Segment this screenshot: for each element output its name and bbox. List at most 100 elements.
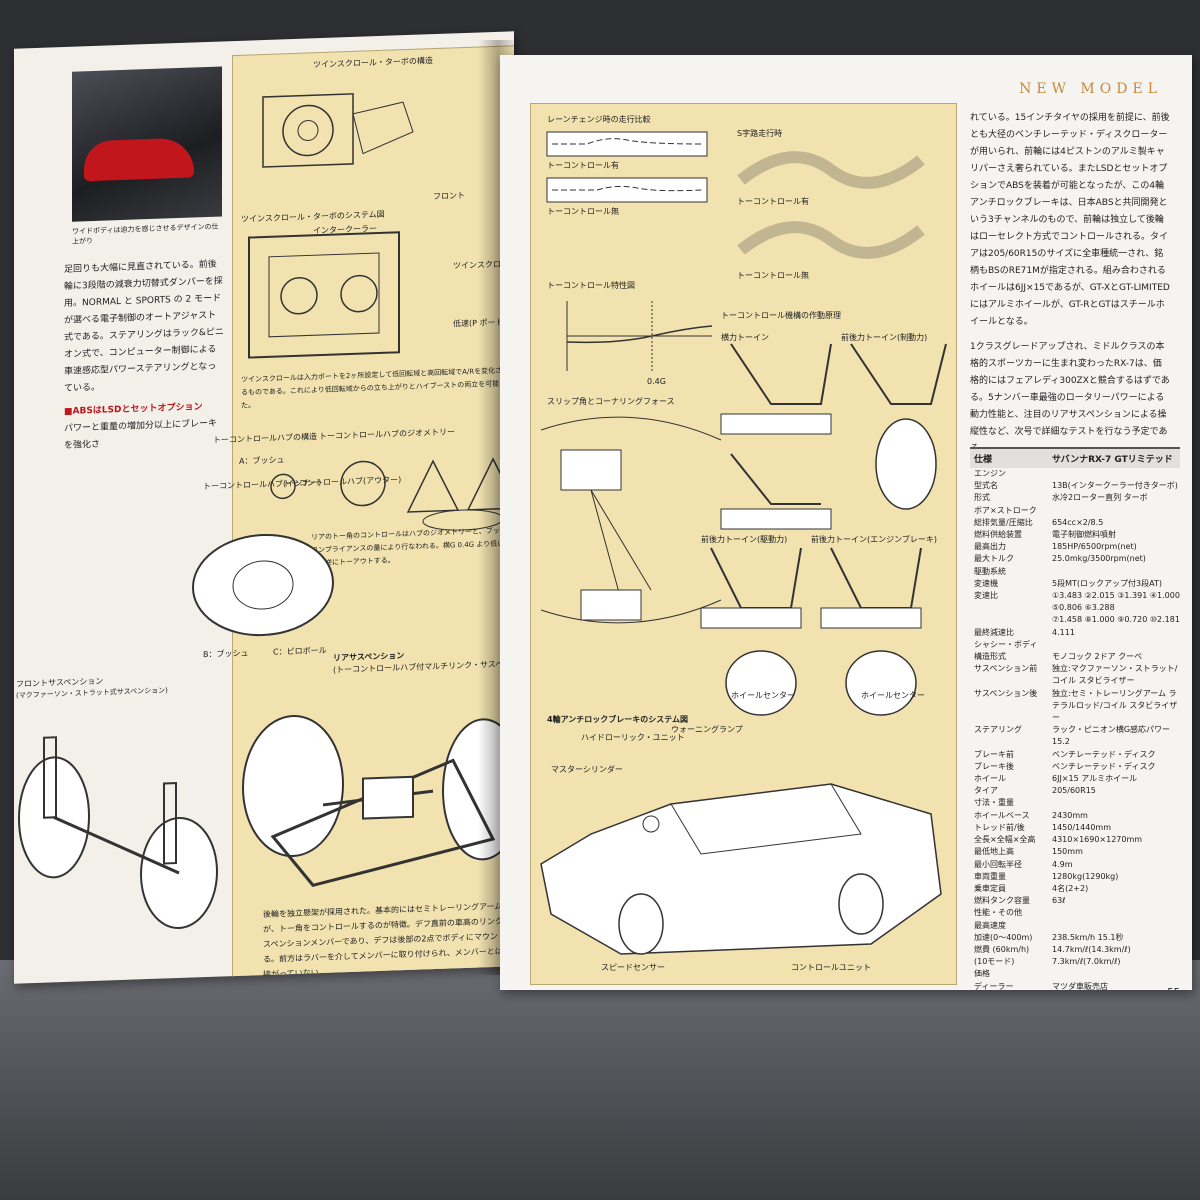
spec-key: 形式: [974, 493, 990, 503]
spec-row: 価格: [970, 968, 1180, 980]
label-wheel-center-2: ホイールセンター: [861, 691, 925, 700]
spec-key: 全長×全幅×全高: [974, 835, 1036, 845]
label-wheel-center-1: ホイールセンター: [731, 691, 795, 700]
spec-value: 1280kg(1290kg): [1052, 871, 1119, 881]
toe-char-graph: [566, 301, 713, 371]
abs-car-drawing: [540, 783, 942, 955]
page-number: 55: [1167, 987, 1180, 990]
abs-text: パワーと重量の増加分以上にブレーキを強化さ: [64, 418, 218, 451]
spec-key: 駆動系統: [974, 566, 1006, 576]
spec-key: [970, 614, 1052, 626]
spec-value: [1052, 468, 1180, 480]
spec-value: 13B(インタークーラー付きターボ): [1052, 481, 1178, 491]
spec-key: 変速比: [974, 591, 998, 601]
spec-key: タイア: [974, 786, 998, 796]
spec-key: 最高速度: [974, 920, 1006, 930]
right-body-text: れている。15インチタイヤの採用を前提に、前後とも大径のベンチレーテッド・ディス…: [970, 110, 1170, 458]
spec-row: 加速(0〜400m)238.5km/h 15.1秒: [970, 932, 1180, 944]
spec-key: 最高出力: [974, 542, 1006, 552]
spec-value: [1052, 907, 1180, 919]
spec-row: サスペンション前独立:マクファーソン・ストラット/コイル スタビライザー: [970, 663, 1180, 687]
left-body-text: 足回りも大幅に見直されている。前後輪に3段階の減衰力切替式ダンパーを採用。NOR…: [64, 256, 224, 455]
lane-change-diagram: [546, 131, 708, 203]
spec-value: [1052, 505, 1180, 517]
spec-key: 最小回転半径: [974, 859, 1022, 869]
rear-suspension-drawing: [242, 714, 514, 887]
spec-key: ディーラー: [974, 981, 1014, 990]
spec-row: エンジン: [970, 468, 1180, 480]
spec-value: 4.111: [1052, 627, 1075, 637]
spec-row: 車両重量 1280kg(1290kg): [970, 871, 1180, 883]
spec-value: 電子制御燃料噴射: [1052, 530, 1116, 540]
front-suspension-drawing: [18, 736, 218, 929]
label-toe-in-3: 前後力トーイン(駆動力): [701, 535, 788, 544]
label-twin-scroll: ツインスクロール・ターボの構造: [313, 56, 433, 70]
label-toe-principle: トーコントロール機構の作動原理: [721, 311, 841, 320]
spec-key: ステアリング: [974, 725, 1022, 735]
spec-key: (10モード): [974, 957, 1015, 967]
spec-row: 燃料供給装置 電子制御燃料噴射: [970, 529, 1180, 541]
spec-value: ⑦1.458 ⑧1.000 ⑨0.720 ⑩2.181: [1052, 615, 1180, 625]
spec-value: [1052, 920, 1180, 932]
spec-key: 車両重量: [974, 871, 1006, 881]
label-toe-in-2: 前後力トーイン(制動力): [841, 333, 928, 342]
spec-header-model: サバンナRX-7 GTリミテッド: [1052, 455, 1173, 465]
spec-key: 最大トルク: [974, 554, 1014, 564]
spec-key: ブレーキ前: [974, 749, 1014, 759]
spec-row: 型式名 13B(インタークーラー付きターボ): [970, 480, 1180, 492]
spec-key: 燃料供給装置: [974, 530, 1022, 540]
spec-value: 独立:マクファーソン・ストラット/コイル スタビライザー: [1052, 664, 1178, 686]
spec-value: 185HP/6500rpm(net): [1052, 542, 1137, 552]
spec-key: 型式名: [974, 481, 998, 491]
spec-table: 仕様 サバンナRX-7 GTリミテッド エンジン型式名 13B(インタークーラー付…: [970, 447, 1180, 990]
yellow-panel-left: ツインスクロール・ターボの構造 ツインスクロール・ターボのシステム図 フロント …: [192, 44, 514, 979]
turbo-system-drawing: [248, 231, 400, 359]
spec-key: 加速(0〜400m): [974, 932, 1033, 942]
label-bush-b: B：ブッシュ: [203, 648, 249, 660]
spec-key: 最低地上高: [974, 847, 1014, 857]
spec-value: マツダ車販売店: [1052, 981, 1108, 990]
spec-key: ボア×ストローク: [974, 505, 1037, 515]
spec-key: 寸法・重量: [974, 798, 1014, 808]
car-photo: [72, 66, 222, 222]
spec-value: 独立:セミ・トレーリングアーム ラテラルロッド/コイル スタビライザー: [1052, 688, 1178, 723]
spec-value: [1052, 566, 1180, 578]
label-toe-in-4: 前後力トーイン(エンジンブレーキ): [811, 535, 938, 544]
spec-key: 変速機: [974, 578, 998, 588]
spec-key: ホイール: [974, 774, 1006, 784]
turbo-description: ツインスクロールは入力ポートを2ヶ所設定して低回転域と高回転域でA/Rを変化させ…: [241, 366, 514, 410]
spec-value: 水冷2ローター直列 ターボ: [1052, 493, 1148, 503]
left-page: ワイドボディは迫力を感じさせるデザインの仕上がり 足回りも大幅に見直されている。…: [14, 31, 514, 984]
label-lane-change: レーンチェンジ時の走行比較: [547, 115, 651, 124]
spec-key: サスペンション後: [974, 688, 1038, 698]
label-hydraulic-unit: ハイドローリック・ユニット: [581, 733, 685, 742]
spec-value: 2430mm: [1052, 810, 1088, 820]
spec-row: 最高出力 185HP/6500rpm(net): [970, 541, 1180, 553]
spec-row: シャシー・ボディ: [970, 639, 1180, 651]
spec-value: 4310×1690×1270mm: [1052, 835, 1143, 845]
label-speed-sensor: スピードセンサー: [601, 963, 665, 972]
toe-principle-diagrams: [720, 343, 947, 530]
turbo-drawing: [262, 93, 414, 168]
spec-value: 5段MT(ロックアップ付3段AT): [1052, 578, 1162, 588]
label-warning-lamp: ウォーニングランプ: [671, 725, 743, 734]
spec-row: 変速機 5段MT(ロックアップ付3段AT): [970, 578, 1180, 590]
spec-row: 寸法・重量: [970, 797, 1180, 809]
spec-table-header: 仕様 サバンナRX-7 GTリミテッド: [970, 449, 1180, 468]
right-page: NEW MODEL レーンチェンジ時の走行比較 トーコントロール有 トーコントロ…: [500, 55, 1192, 990]
spec-row: ⑦1.458 ⑧1.000 ⑨0.720 ⑩2.181: [970, 614, 1180, 626]
spec-row: ディーラー マツダ車販売店: [970, 981, 1180, 990]
spec-value: モノコック 2ドア クーペ: [1052, 652, 1143, 662]
spec-row: 最高速度: [970, 920, 1180, 932]
spec-row: 形式 水冷2ローター直列 ターボ: [970, 492, 1180, 504]
spec-key: ホイールベース: [974, 810, 1030, 820]
label-toe-char: トーコントロール特性図: [547, 281, 635, 290]
